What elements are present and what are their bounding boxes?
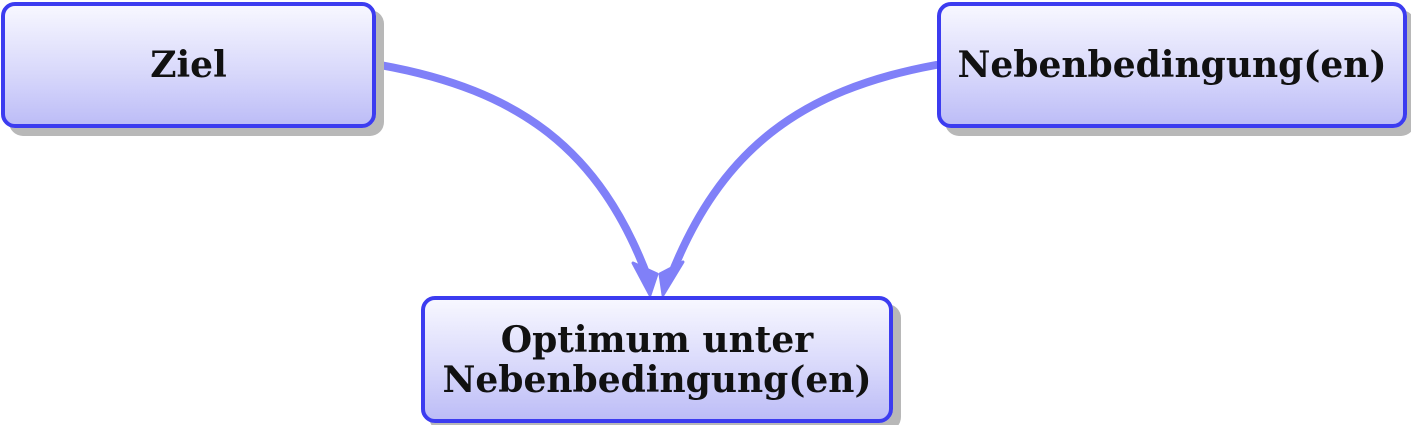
arrowhead-constraints-to-optimum [658, 260, 685, 297]
node-constraints-label: Nebenbedingung(en) [957, 44, 1387, 86]
node-optimum-line1: Optimum unter [500, 318, 814, 361]
node-constraints: Nebenbedingung(en) [937, 2, 1407, 128]
arrow-goal-to-optimum [376, 61, 652, 282]
node-goal-label: Ziel [150, 44, 227, 86]
node-optimum: Optimum unter Nebenbedingung(en) [421, 296, 893, 423]
node-goal: Ziel [1, 2, 376, 128]
node-optimum-line2: Nebenbedingung(en) [442, 358, 872, 401]
arrow-constraints-to-optimum [666, 61, 940, 282]
arrowhead-goal-to-optimum [631, 261, 659, 297]
